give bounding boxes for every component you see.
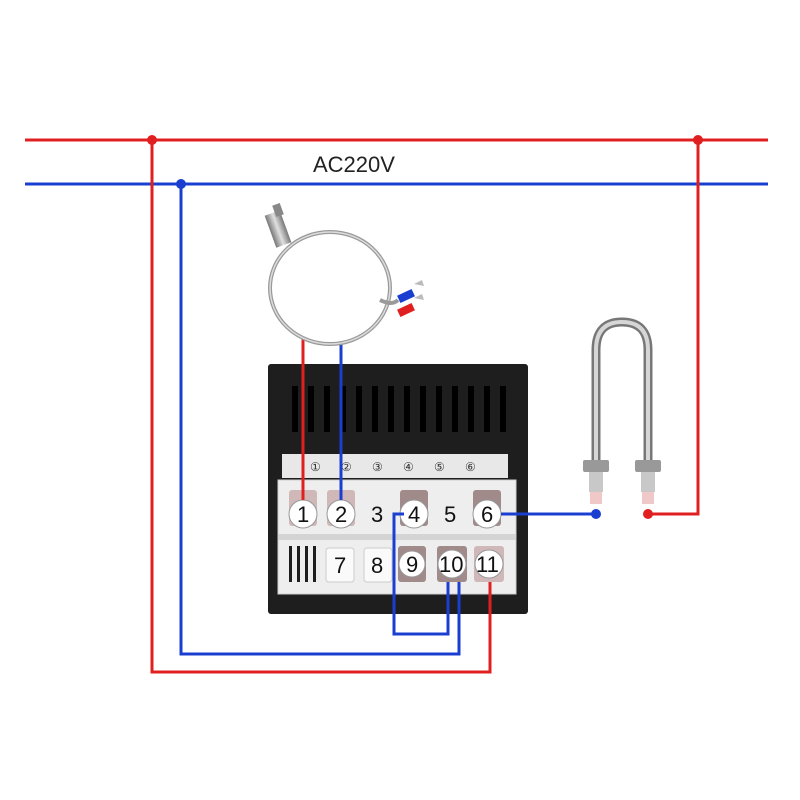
position-label-4: ④ bbox=[403, 460, 414, 474]
terminal-8: 8 bbox=[363, 547, 393, 583]
terminal-label-9: 9 bbox=[406, 552, 418, 577]
terminal-2: 2 bbox=[326, 490, 356, 529]
terminal-label-7: 7 bbox=[334, 553, 346, 578]
thermocouple-probe-icon bbox=[264, 202, 424, 346]
terminal-3: 3 bbox=[371, 502, 383, 527]
terminal-label-6: 6 bbox=[481, 502, 493, 527]
heater-live-junction bbox=[643, 509, 653, 519]
terminal-5: 5 bbox=[444, 502, 456, 527]
terminal-4: 4 bbox=[399, 490, 429, 529]
supply-voltage-label: AC220V bbox=[313, 152, 395, 177]
heater-element-icon bbox=[583, 317, 661, 504]
heater-neutral-junction bbox=[591, 509, 601, 519]
terminal-divider bbox=[278, 534, 516, 540]
terminal-label-1: 1 bbox=[297, 502, 309, 527]
jumper-wire-4-to-10 bbox=[392, 512, 450, 636]
bottom-left-vent bbox=[289, 546, 316, 582]
position-label-5: ⑤ bbox=[434, 460, 445, 474]
terminal-label-10: 10 bbox=[439, 552, 463, 577]
terminal-9: 9 bbox=[398, 546, 426, 582]
terminal-11: 11 bbox=[474, 546, 504, 582]
live-junction-right bbox=[693, 135, 703, 145]
position-label-1: ① bbox=[310, 460, 321, 474]
position-label-3: ③ bbox=[372, 460, 383, 474]
terminal-label-2: 2 bbox=[335, 502, 347, 527]
live-junction-left bbox=[147, 135, 157, 145]
live-wire-to-terminal-11 bbox=[150, 140, 492, 674]
terminal-label-4: 4 bbox=[408, 502, 420, 527]
terminal-label-8: 8 bbox=[371, 553, 383, 578]
position-label-strip bbox=[282, 454, 508, 478]
terminal-label-11: 11 bbox=[476, 552, 499, 577]
terminal-label-5: 5 bbox=[444, 502, 456, 527]
terminal-1: 1 bbox=[288, 490, 318, 529]
neutral-wire-to-terminal-10 bbox=[179, 184, 461, 656]
terminal-10: 10 bbox=[437, 546, 467, 582]
terminal-label-3: 3 bbox=[371, 502, 383, 527]
position-label-6: ⑥ bbox=[465, 460, 476, 474]
neutral-junction-left bbox=[176, 179, 186, 189]
terminal-7: 7 bbox=[325, 547, 355, 583]
live-wire-to-heater bbox=[648, 140, 700, 516]
terminal-6: 6 bbox=[472, 490, 502, 529]
controller-vents bbox=[292, 386, 506, 432]
position-label-2: ② bbox=[341, 460, 352, 474]
